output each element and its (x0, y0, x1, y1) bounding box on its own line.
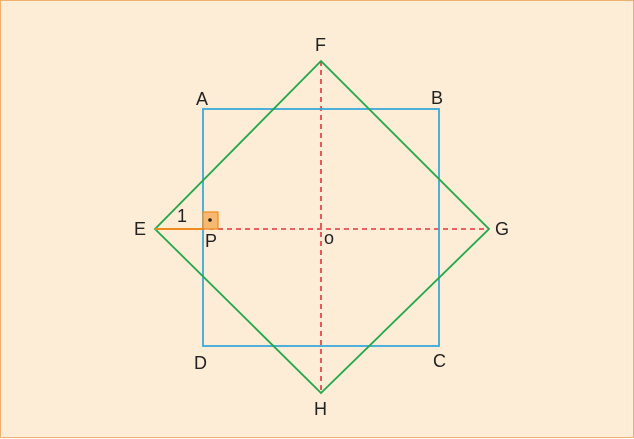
label-e: E (134, 219, 146, 239)
label-f: F (315, 35, 326, 55)
label-a: A (196, 89, 208, 109)
label-d: D (194, 353, 207, 373)
label-b: B (431, 88, 443, 108)
label-one: 1 (177, 206, 187, 226)
square-efgh (153, 59, 491, 395)
label-c: C (433, 351, 446, 371)
label-g: G (495, 219, 509, 239)
right-angle-icon (202, 211, 219, 230)
label-h: H (314, 399, 327, 419)
label-o: o (324, 228, 334, 248)
label-p: P (205, 231, 217, 251)
